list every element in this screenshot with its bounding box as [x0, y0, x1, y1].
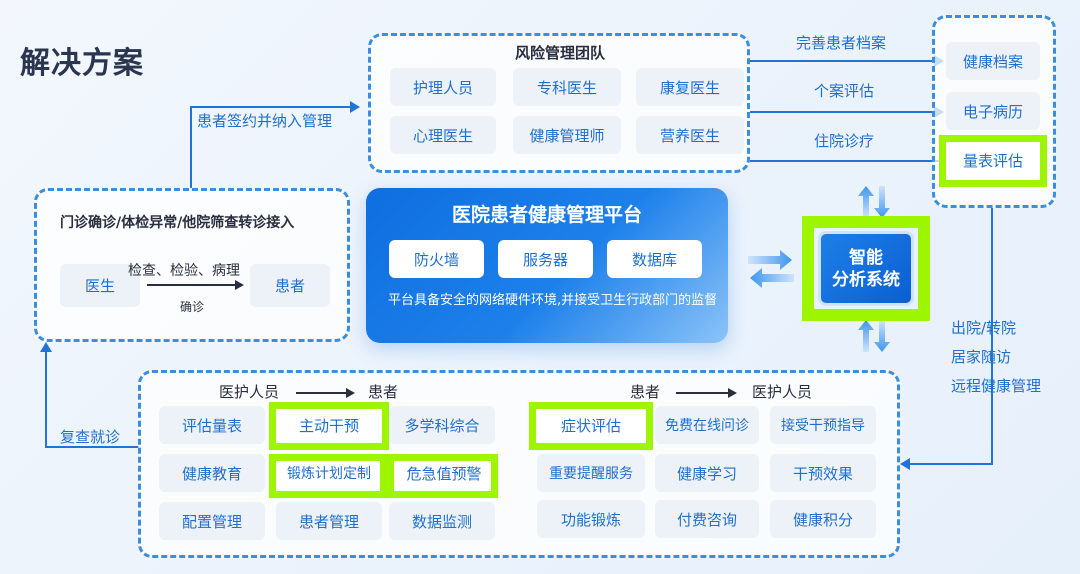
staff-to-patient-from: 医护人员 — [219, 383, 280, 401]
team-member: 康复医生 — [636, 68, 744, 106]
platform-component: 数据库 — [607, 240, 702, 278]
risk-team-title: 风险管理团队 — [515, 44, 606, 62]
bidirectional-arrow-icon — [748, 250, 794, 288]
followup-line — [45, 446, 139, 448]
flow-arrow-line — [750, 111, 934, 113]
intake-patient: 患者 — [250, 264, 330, 307]
service-item: 干预效果 — [770, 454, 876, 492]
flow-arrow-line — [750, 160, 940, 162]
patient-to-staff-arrow-head — [728, 388, 737, 398]
team-member: 护理人员 — [390, 68, 496, 106]
intake-arrow-top-label: 检查、检验、病理 — [128, 263, 240, 279]
highlight-frame — [529, 402, 653, 450]
team-member: 心理医生 — [390, 116, 496, 154]
ai-highlight-frame — [802, 216, 930, 321]
ai-line2: 分析系统 — [832, 269, 900, 290]
intake-title: 门诊确诊/体检异常/他院筛查转诊接入 — [60, 215, 295, 231]
followup-arrow-head — [40, 342, 52, 352]
service-item: 接受干预指导 — [770, 406, 876, 444]
record-item: 健康档案 — [946, 42, 1040, 80]
intake-doctor: 医生 — [60, 264, 140, 307]
intake-arrow-line — [147, 284, 235, 286]
patient-to-staff-to: 医护人员 — [752, 383, 813, 401]
service-item: 配置管理 — [159, 502, 265, 540]
flow-label: 住院诊疗 — [814, 132, 875, 150]
record-item: 量表评估 — [946, 141, 1040, 179]
flow-label: 个案评估 — [814, 82, 875, 100]
service-item: 健康积分 — [770, 500, 876, 538]
service-item: 评估量表 — [159, 406, 265, 444]
service-item: 主动干预 — [276, 406, 382, 444]
sign-arrow-line — [190, 106, 192, 188]
vertical-arrows-top-icon — [858, 186, 890, 218]
team-member: 健康管理师 — [513, 116, 621, 154]
record-item: 电子病历 — [946, 92, 1040, 130]
service-item: 付费咨询 — [655, 500, 759, 538]
intake-arrow-bottom-label: 确诊 — [180, 300, 205, 314]
followup-line — [45, 350, 47, 448]
discharge-label: 远程健康管理 — [951, 377, 1042, 395]
discharge-line — [910, 463, 993, 465]
service-item: 免费在线问诊 — [655, 406, 759, 444]
platform-title: 医院患者健康管理平台 — [451, 204, 642, 226]
discharge-label: 居家随访 — [951, 348, 1012, 366]
platform-component: 服务器 — [498, 240, 593, 278]
discharge-label: 出院/转院 — [951, 319, 1017, 337]
patient-to-staff-arrow-line — [676, 392, 728, 394]
staff-to-patient-arrow-head — [346, 388, 355, 398]
ai-analysis-system: 智能 分析系统 — [818, 231, 914, 306]
intake-arrow-head — [235, 280, 244, 290]
service-item: 健康教育 — [159, 454, 265, 492]
sign-arrow-head — [350, 101, 360, 113]
discharge-line — [991, 208, 993, 464]
ai-line1: 智能 — [849, 247, 883, 268]
highlight-frame — [387, 454, 498, 498]
staff-to-patient-arrow-line — [296, 392, 346, 394]
discharge-arrow-head — [900, 458, 910, 470]
team-member: 专科医生 — [513, 68, 621, 106]
page-title: 解决方案 — [20, 46, 144, 81]
platform-component: 防火墙 — [389, 240, 484, 278]
followup-label: 复查就诊 — [60, 428, 121, 446]
service-item: 健康学习 — [655, 454, 759, 492]
platform-description: 平台具备安全的网络硬件环境,并接受卫生行政部门的监督 — [388, 293, 718, 308]
platform-panel: 医院患者健康管理平台 防火墙 服务器 数据库 平台具备安全的网络硬件环境,并接受… — [366, 188, 728, 343]
highlight-frame — [939, 135, 1047, 187]
flow-arrow-line — [750, 60, 934, 62]
sign-label: 患者签约并纳入管理 — [197, 112, 333, 130]
staff-to-patient-to: 患者 — [368, 383, 399, 401]
service-item: 症状评估 — [537, 406, 645, 444]
patient-to-staff-from: 患者 — [630, 383, 661, 401]
flow-label: 完善患者档案 — [796, 34, 887, 52]
highlight-frame — [269, 402, 389, 450]
service-item: 功能锻炼 — [537, 500, 645, 538]
vertical-arrows-bottom-icon — [858, 320, 890, 352]
service-item: 重要提醒服务 — [537, 454, 645, 492]
service-item: 患者管理 — [276, 502, 382, 540]
service-item: 数据监测 — [389, 502, 495, 540]
sign-arrow-line — [190, 106, 350, 108]
service-item: 多学科综合 — [389, 406, 495, 444]
highlight-frame — [269, 454, 387, 498]
team-member: 营养医生 — [636, 116, 744, 154]
